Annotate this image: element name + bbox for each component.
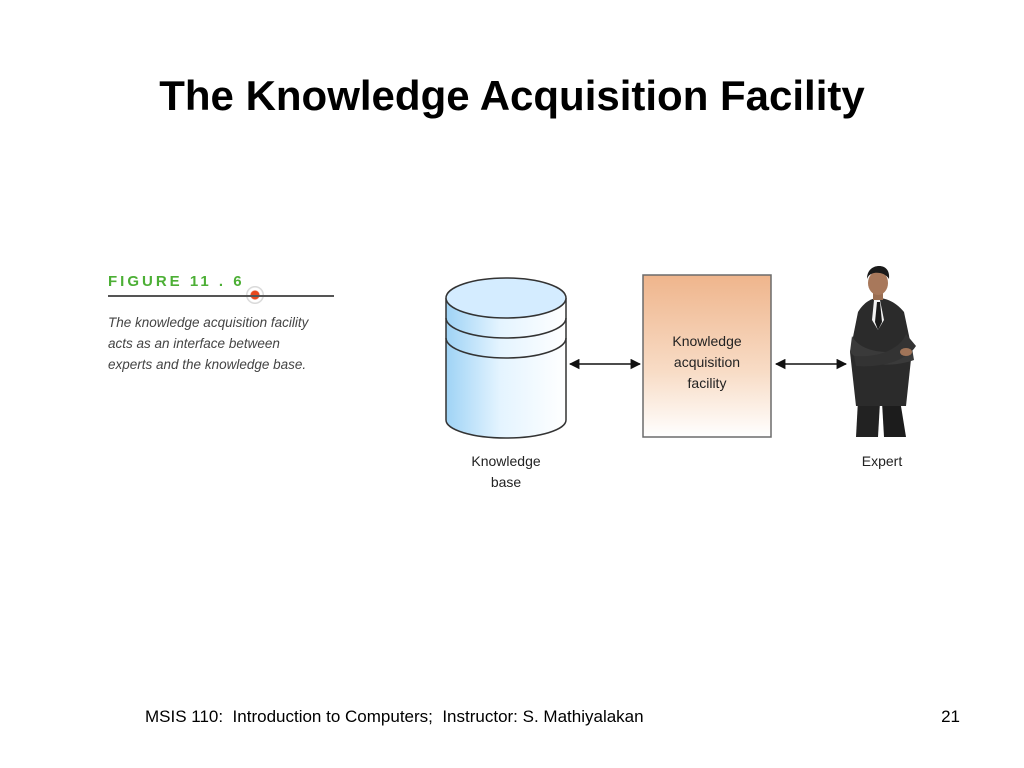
knowledge-base-label: base [491, 474, 522, 490]
footer-page-number: 21 [941, 707, 960, 726]
figure-divider [108, 295, 334, 297]
facility-label: facility [688, 375, 727, 391]
expert-label: Expert [862, 453, 903, 469]
figure-caption-line: acts as an interface between [108, 336, 280, 351]
facility-label: acquisition [674, 354, 740, 370]
figure-label: FIGURE 11 . 6 [108, 273, 245, 290]
figure-caption-line: The knowledge acquisition facility [108, 315, 309, 330]
knowledge-acquisition-facility-box [642, 274, 772, 438]
figure-caption: The knowledge acquisition facility acts … [108, 312, 338, 375]
figure-label-row: FIGURE 11 . 6 [108, 270, 336, 304]
footer-course-info: MSIS 110: Introduction to Computers; Ins… [145, 707, 644, 726]
figure-caption-block: FIGURE 11 . 6 The knowledge acquisition … [108, 270, 336, 375]
expert-person-icon [850, 266, 916, 437]
facility-label: Knowledge [672, 333, 741, 349]
figure-caption-line: experts and the knowledge base. [108, 357, 307, 372]
slide-title: The Knowledge Acquisition Facility [159, 72, 865, 119]
knowledge-base-label: Knowledge [471, 453, 540, 469]
knowledge-base-cylinder-icon [445, 277, 567, 439]
